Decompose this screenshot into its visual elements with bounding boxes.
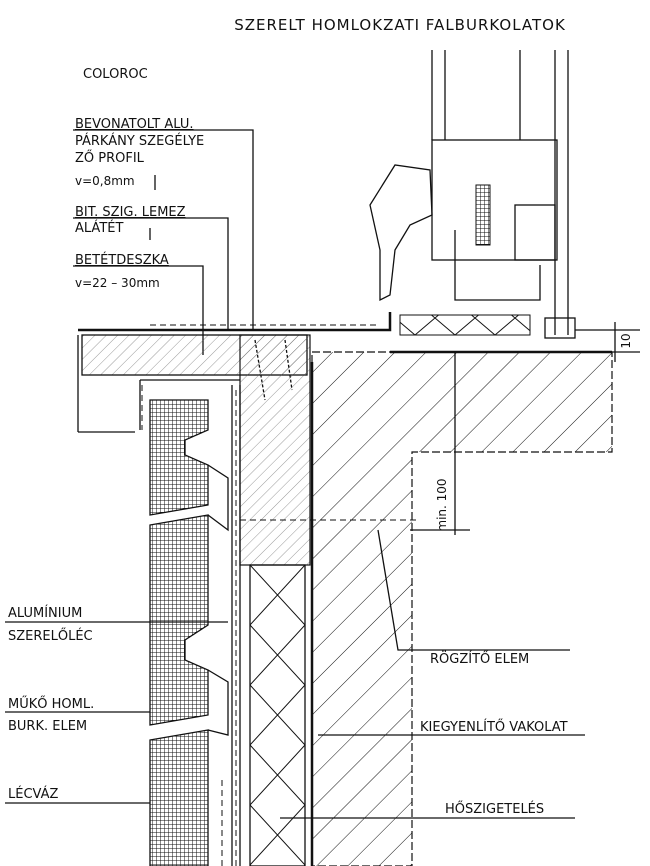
dimension-sill-gap: 10	[575, 322, 640, 362]
dim-min100-text: min. 100	[435, 478, 449, 531]
drawing-title: SZERELT HOMLOKZATI FALBURKOLATOK	[234, 16, 566, 34]
label-leveling-plaster: KIEGYENLÍTŐ VAKOLAT	[420, 719, 568, 735]
leader-fixing-element	[377, 529, 570, 651]
label-insulation: HŐSZIGETELÉS	[445, 801, 544, 817]
label-stone-element-1: MŰKŐ HOML.	[8, 696, 94, 712]
label-alu-profile-3: ZŐ PROFIL	[75, 150, 145, 166]
insulation-layer	[249, 564, 306, 866]
label-alu-profile-1: BEVONATOLT ALU.	[75, 117, 193, 132]
label-alu-rail-1: ALUMÍNIUM	[8, 605, 82, 621]
label-fixing-element: RÖGZÍTŐ ELEM	[430, 650, 529, 667]
dimension-min-overlap: min. 100	[410, 352, 470, 535]
cladding-elements	[141, 385, 229, 866]
masonry-wall	[311, 351, 613, 866]
label-alu-rail-2: SZERELŐLÉC	[8, 628, 93, 644]
label-alu-thickness: v=0,8mm	[75, 174, 135, 188]
label-board-thickness: v=22 – 30mm	[75, 276, 160, 290]
system-name: COLOROC	[83, 67, 148, 82]
label-batten-frame: LÉCVÁZ	[8, 786, 58, 802]
label-bit-sheet-2: ALÁTÉT	[75, 220, 123, 236]
window-frame	[369, 50, 576, 339]
sill-assembly	[78, 312, 392, 566]
label-bit-sheet-1: BIT. SZIG. LEMEZ	[75, 205, 186, 220]
aluminium-rail	[139, 379, 241, 866]
dim-10-text: 10	[619, 333, 633, 348]
label-stone-element-2: BURK. ELEM	[8, 719, 87, 734]
label-alu-profile-2: PÁRKÁNY SZEGÉLYE	[75, 133, 204, 149]
label-insert-board: BETÉTDESZKA	[75, 252, 169, 268]
leader-lines	[73, 129, 254, 433]
